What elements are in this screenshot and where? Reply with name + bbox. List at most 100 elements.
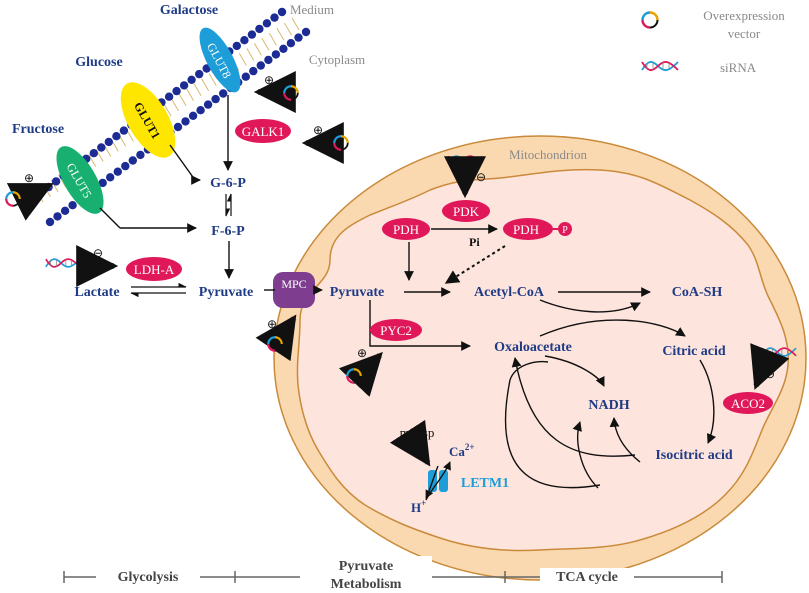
lipid-tail [193,83,202,97]
legend-sirna: siRNA [720,60,757,75]
lipid-bead [173,122,183,132]
pdh-enzyme: PDH [382,218,430,240]
f6p-label: F-6-P [211,224,245,239]
ldha-label: LDH-A [134,262,175,277]
m23sp-label: m23sp [400,425,435,440]
lipid-bead [187,75,196,85]
pdh-p-label: PDH [513,222,539,237]
lipid-tail [186,88,195,102]
isocitric-acid-label: Isocitric acid [655,448,733,463]
lipid-bead [98,178,107,188]
pyruvate-cyto-label: Pyruvate [199,285,253,300]
acetyl-coa-label: Acetyl-CoA [474,285,545,300]
lipid-bead [68,201,77,210]
galk1-enzyme: GALK1 [235,119,291,143]
mito-arrows [369,224,717,489]
lipid-bead [121,161,130,171]
mpc-label: MPC [281,277,306,291]
lipid-bead [113,167,123,176]
pdh-phosphorylated-enzyme: PDH P [503,218,572,240]
lipid-bead [60,206,70,215]
glycolysis-arrows [99,95,323,298]
transporters: GLUT8 GLUT1 GLUT5 MPC [56,27,451,501]
lipid-bead [247,30,257,39]
pi-label: Pi [469,235,480,249]
lipid-bead [181,117,190,126]
pyc2-label: PYC2 [380,323,412,338]
lipid-tail [261,37,270,51]
plus-sign-pyc2: ⊕ [357,346,367,360]
lipid-tail [178,93,187,107]
lipid-bead [104,137,114,147]
lipid-bead [286,39,296,48]
aco2-enzyme: ACO2 [723,392,773,414]
legend-overexpression-line1: Overexpression [703,8,785,23]
lipid-tail [291,17,300,31]
lipid-bead [232,41,241,51]
lipid-bead [51,177,61,186]
lipid-bead [128,156,137,165]
lipid-bead [294,33,303,42]
lipid-bead [256,61,265,70]
lipid-bead [301,27,311,37]
oxaloacetate-label: Oxaloacetate [494,340,572,355]
plasmid-icon-glut8 [283,85,299,101]
sirna-icon [641,61,679,71]
lipid-bead [211,94,220,104]
plasmid-icon-glut5 [5,191,21,207]
plus-sign-mpc: ⊕ [267,317,277,331]
lipid-bead [97,143,106,152]
lipid-bead [188,111,198,121]
stage-tca: TCA cycle [556,570,618,585]
fructose-label: Fructose [12,122,64,137]
lipid-tail [171,98,179,112]
stage-pyruvate-line2: Metabolism [331,577,402,592]
plus-sign-galk1: ⊕ [313,123,323,137]
lipid-bead [119,126,129,135]
g6p-label: G-6-P [210,176,246,191]
lipid-tail [208,73,217,86]
minus-sign-ldha: ⊖ [93,246,103,260]
mpc-transporter: MPC [273,272,315,308]
lipid-bead [106,173,115,182]
lipid-tail [253,43,262,56]
legend-overexpression-line2: vector [728,26,761,41]
glut1-transporter: GLUT1 [120,82,176,158]
galk1-label: GALK1 [242,124,285,139]
lipid-bead [112,132,121,141]
letm1-channel [425,461,451,501]
sirna-icon-ldha [45,258,81,268]
legend: Overexpression vector siRNA [641,8,785,75]
lipid-bead [270,13,279,22]
stage-pyruvate-line1: Pyruvate [339,559,393,574]
lipid-bead [255,24,264,34]
lactate-label: Lactate [74,285,119,300]
minus-sign-aco2: ⊖ [765,367,775,381]
lipid-tail [88,154,97,167]
lipid-bead [179,81,189,90]
plus-sign-glut5: ⊕ [24,171,34,185]
mito-regulators: ⊖ ⊕ ⊖ [338,155,797,397]
lipid-bead [89,149,99,158]
plasmid-icon-galk1 [333,135,349,151]
lipid-tail [284,22,292,36]
mitochondrion: Mitochondrion [273,135,807,581]
lipid-bead [21,199,31,209]
pdk-enzyme: PDK [442,200,490,222]
aco2-label: ACO2 [731,396,765,411]
lipid-bead [53,212,62,221]
lipid-bead [241,72,250,81]
glut8-transporter: GLUT8 [199,27,241,93]
letm1-label: LETM1 [461,476,509,491]
lipid-bead [219,89,228,98]
pdh-label: PDH [393,222,419,237]
lipid-bead [172,86,181,96]
glucose-label: Glucose [75,55,122,70]
lipid-bead [45,217,55,227]
minus-sign-pdk: ⊖ [476,170,486,184]
cytoplasm-label: Cytoplasm [309,52,365,67]
lipid-bead [277,7,287,17]
lipid-bead [203,100,213,109]
